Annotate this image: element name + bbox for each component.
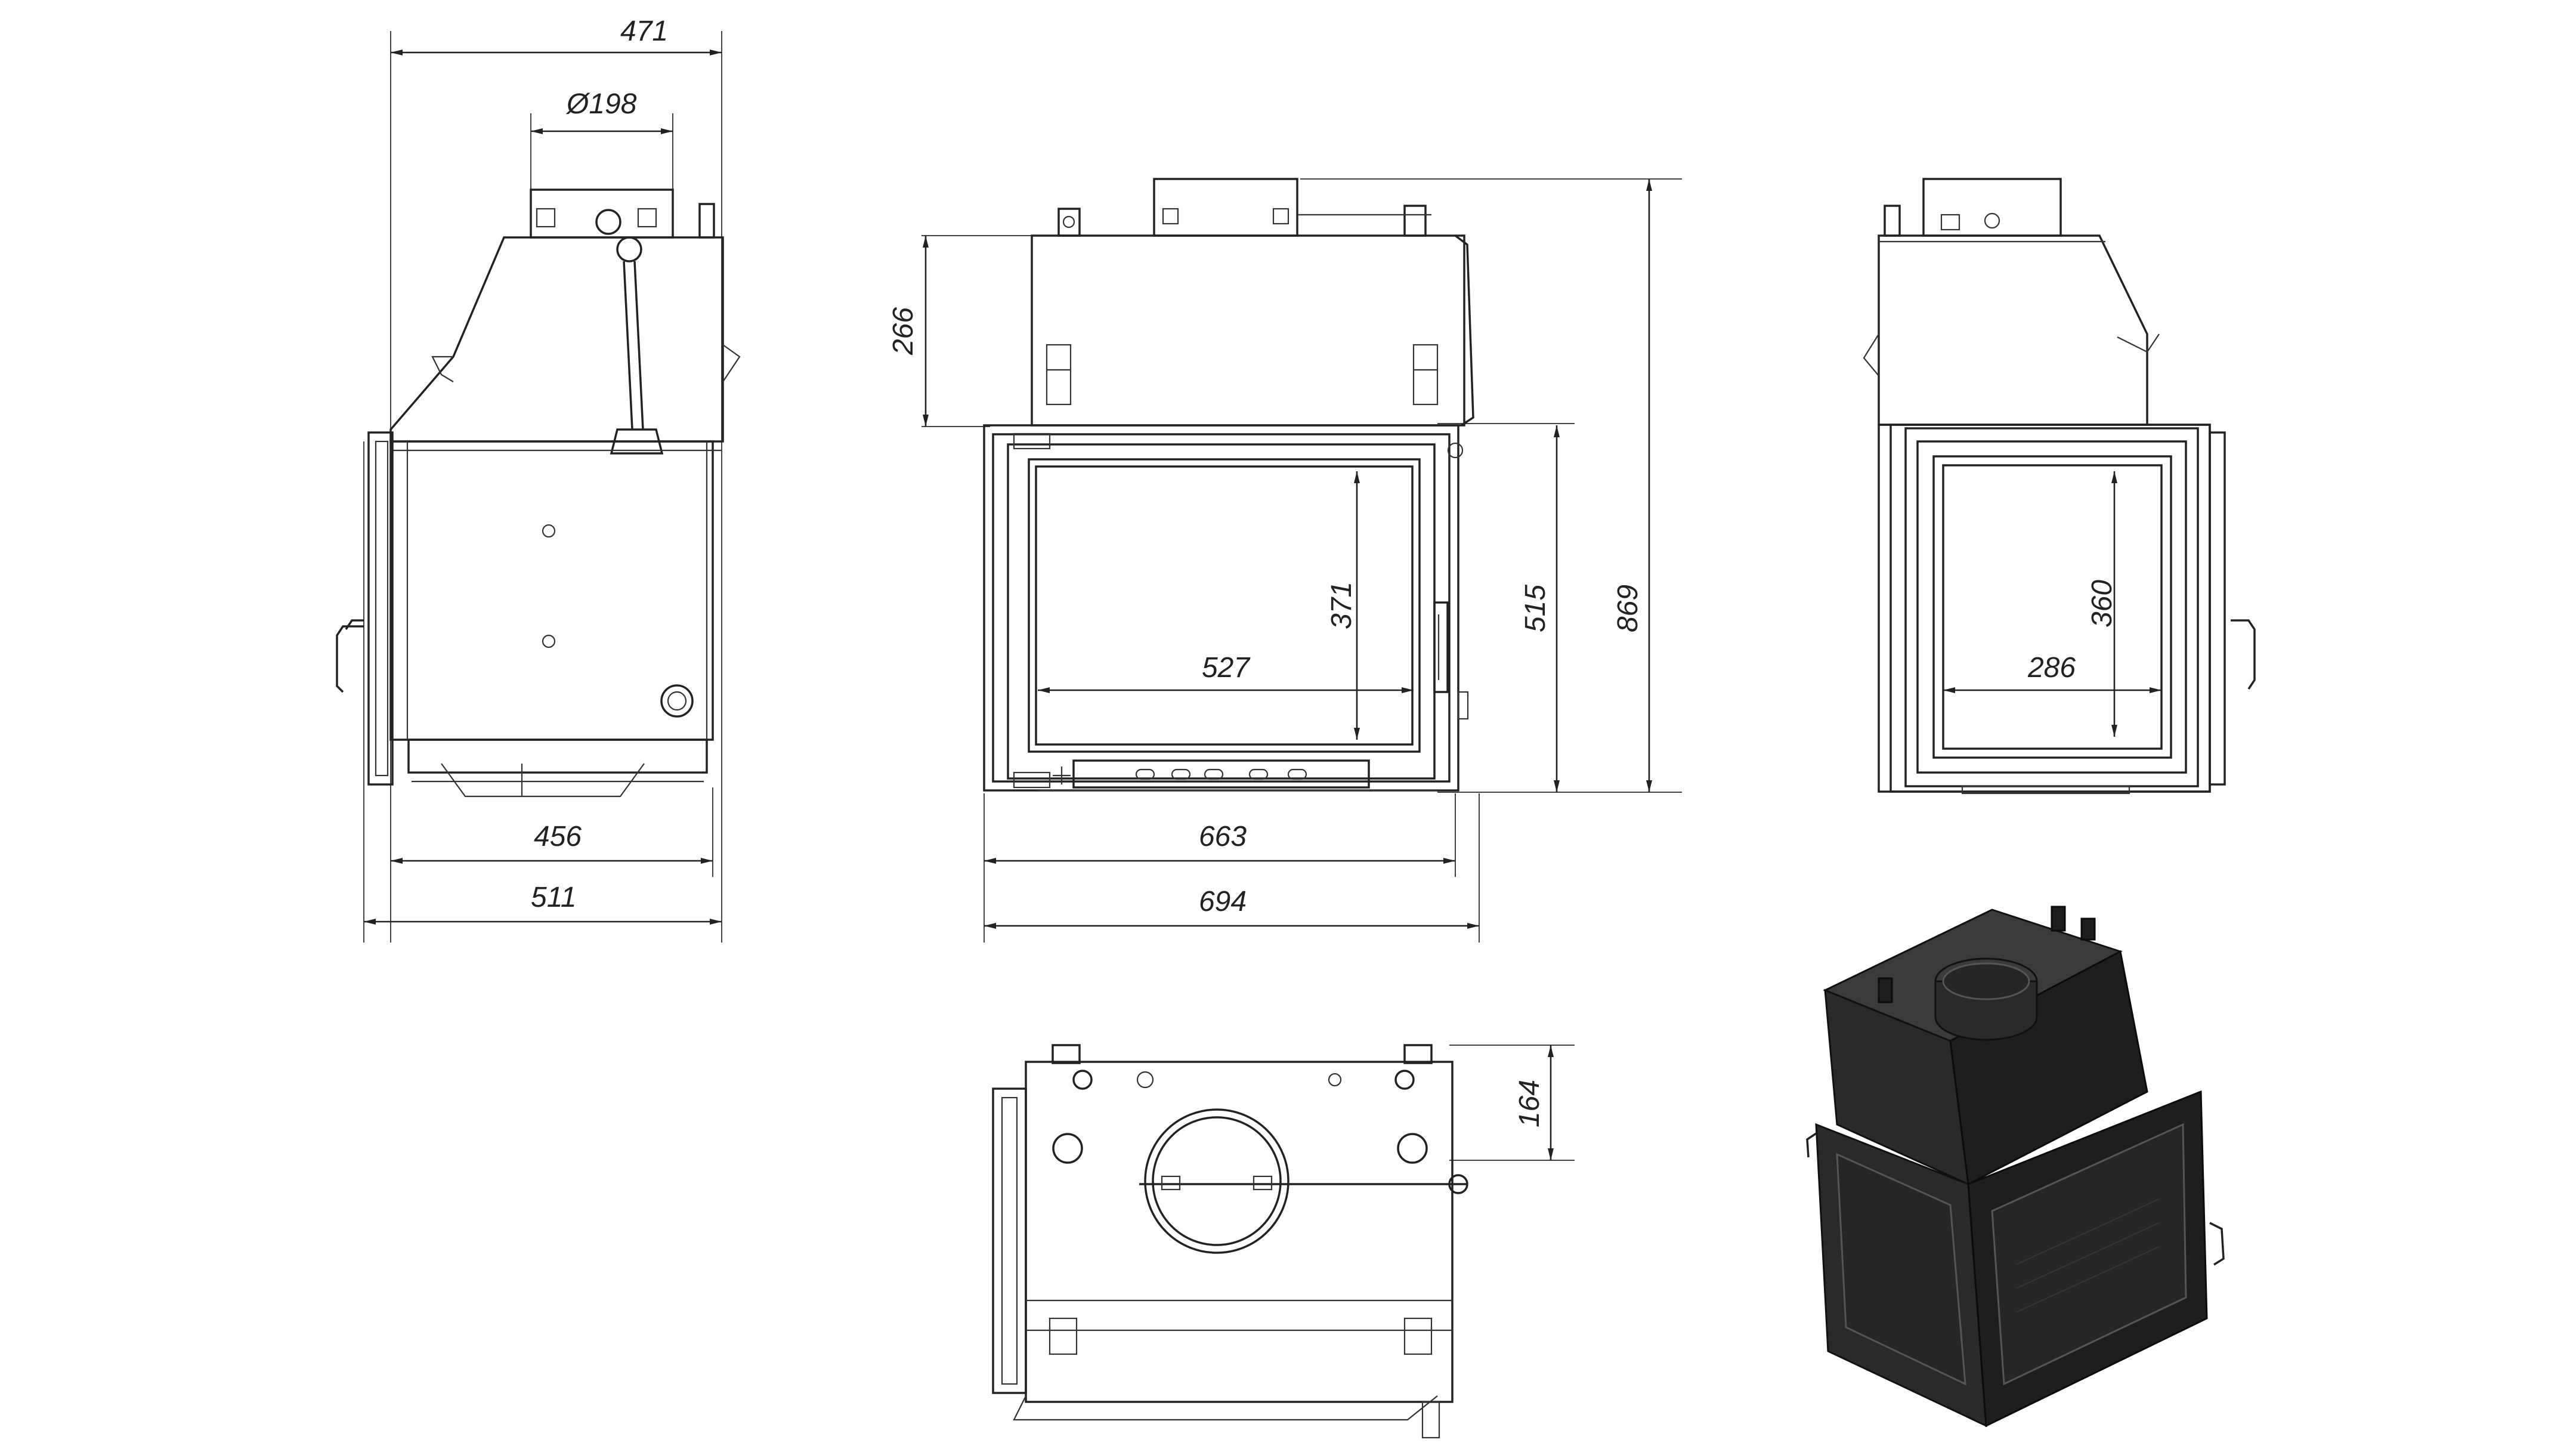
isometric-render [1806, 906, 2225, 1428]
dim-front-door-height: 515 [1520, 585, 1551, 632]
right-side-view: 360 286 [1863, 178, 2256, 795]
dim-front-total-height: 869 [1612, 585, 1644, 632]
dim-side-top-width: 471 [620, 16, 668, 47]
side-view: 471 Ø198 456 511 [336, 16, 741, 943]
top-view: 164 [992, 1044, 1575, 1439]
dim-flue-diameter: Ø198 [565, 88, 637, 120]
dim-front-glass-width: 527 [1202, 652, 1251, 684]
dim-side-base-outer: 511 [531, 882, 577, 913]
dim-right-glass-width: 286 [2027, 652, 2076, 684]
dim-right-glass-height: 360 [2086, 580, 2118, 628]
front-view: 266 371 527 515 869 663 694 [887, 178, 1682, 943]
dim-front-total-width: 694 [1199, 886, 1247, 917]
dim-front-glass-height: 371 [1326, 582, 1357, 629]
dim-front-door-width: 663 [1199, 821, 1247, 852]
dim-front-top-height: 266 [887, 307, 919, 356]
dim-side-base-inner: 456 [534, 821, 582, 852]
dim-top-depth: 164 [1514, 1080, 1545, 1127]
